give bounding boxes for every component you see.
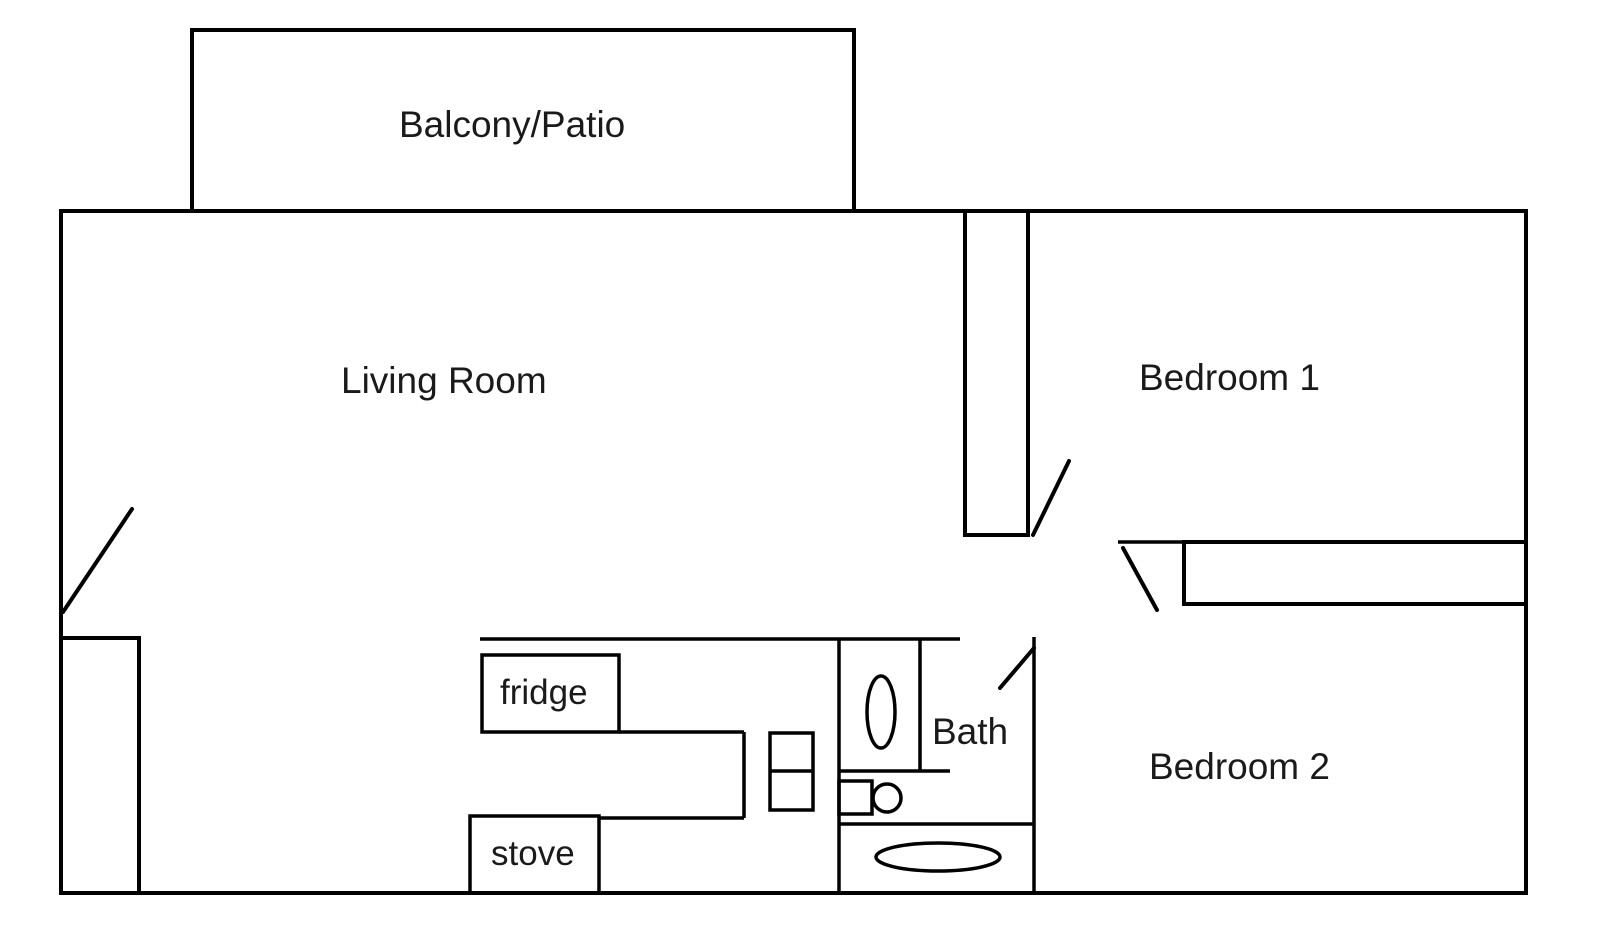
bedroom2-door-swing — [1121, 546, 1159, 612]
balcony-label: Balcony/Patio — [399, 104, 626, 145]
bedroom2-label: Bedroom 2 — [1149, 746, 1330, 787]
kitchen-counter — [599, 730, 746, 820]
entry-closet — [59, 636, 141, 895]
bedroom1-closet — [963, 209, 1030, 537]
fridge-label: fridge — [500, 673, 588, 712]
outer-walls — [59, 209, 1528, 895]
stove-label: stove — [491, 834, 575, 873]
bedroom1-label: Bedroom 1 — [1139, 357, 1320, 398]
bath-label: Bath — [932, 711, 1009, 752]
bathroom-walls — [837, 637, 1036, 893]
bedroom2-closet — [1118, 540, 1528, 606]
bedroom1-door-swing — [1031, 459, 1071, 537]
bathtub — [874, 841, 1002, 873]
front-door-swing — [61, 507, 134, 614]
kitchen-sink — [768, 731, 815, 812]
living-room-label: Living Room — [341, 360, 547, 401]
toilet — [837, 779, 903, 816]
bathroom-sink — [865, 674, 897, 750]
fridge-box — [480, 653, 621, 734]
bathroom-door-swing — [998, 646, 1036, 690]
stove-box — [468, 814, 601, 895]
